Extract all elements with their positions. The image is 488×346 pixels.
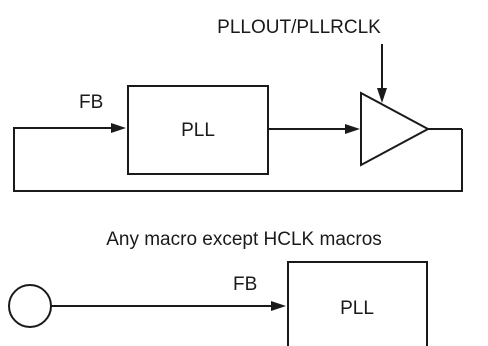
bottom-pll-block: [287, 261, 428, 346]
fb-arrow-head: [111, 123, 126, 133]
control-arrow-head: [377, 88, 387, 103]
top-fb-label: FB: [79, 92, 103, 113]
pin-arrow-head: [271, 301, 286, 311]
bottom-pll-label: PLL: [340, 298, 374, 319]
top-pll-label: PLL: [181, 120, 215, 141]
feedback-loop-wire: [13, 127, 463, 192]
bottom-diagram: FB PLL: [8, 261, 428, 346]
top-pll-block: [127, 85, 269, 175]
buffer-control-label: PLLOUT/PLLRCLK: [217, 17, 381, 38]
top-diagram-caption: Any macro except HCLK macros: [106, 229, 382, 250]
clock-buffer: [360, 91, 431, 167]
bottom-fb-label: FB: [233, 274, 257, 295]
external-pin: [8, 284, 52, 328]
pll-to-buffer-arrow-head: [345, 124, 360, 134]
top-diagram: PLLOUT/PLLRCLK FB PLL Any macro except H…: [13, 17, 463, 250]
